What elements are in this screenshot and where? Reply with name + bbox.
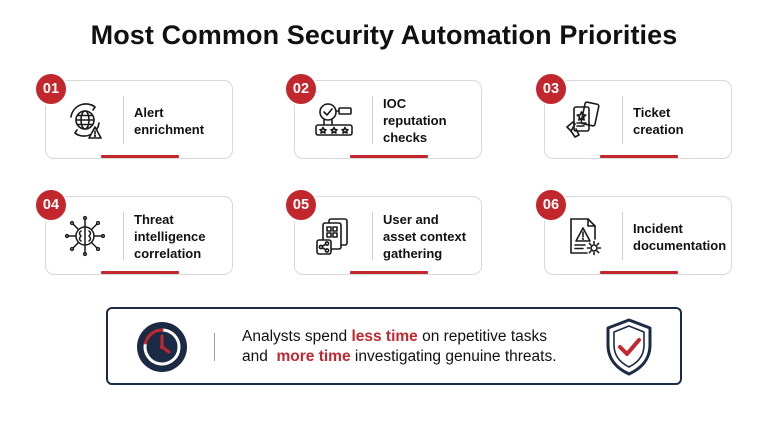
card-divider: [123, 96, 124, 144]
banner-line-1: Analysts spend less time on repetitive t…: [242, 328, 548, 345]
globe-alert-icon: [62, 97, 108, 143]
card-accent-bar: [600, 155, 678, 158]
asset-share-icon: [311, 213, 357, 259]
card-accent-bar: [350, 155, 428, 158]
card-divider: [372, 96, 373, 144]
card-ioc-reputation: IOC reputation checks: [294, 80, 482, 159]
summary-banner: Analysts spend less time on repetitive t…: [106, 307, 682, 385]
highlight-less-time: less time: [351, 328, 418, 345]
page-title: Most Common Security Automation Prioriti…: [90, 20, 678, 50]
banner-message: Analysts spend less time on repetitive t…: [242, 327, 602, 367]
card-divider: [622, 96, 623, 144]
card-accent-bar: [350, 271, 428, 274]
card-number-badge: 06: [534, 188, 568, 222]
card-divider: [372, 212, 373, 260]
card-label: User and asset context gathering: [383, 212, 467, 261]
card-incident-documentation: Incident documentation: [544, 196, 732, 275]
card-accent-bar: [101, 271, 179, 274]
card-divider: [622, 212, 623, 260]
highlight-more-time: more time: [276, 348, 351, 365]
card-label: IOC reputation checks: [383, 96, 447, 145]
card-accent-bar: [600, 271, 678, 274]
banner-divider: [214, 333, 215, 361]
card-threat-intelligence: Threat intelligence correlation: [45, 196, 233, 275]
card-number-badge: 01: [34, 72, 68, 106]
card-label: Incident documentation: [633, 220, 727, 253]
card-label: Ticket creation: [633, 104, 684, 137]
card-user-asset-context: User and asset context gathering: [294, 196, 482, 275]
brain-network-icon: [62, 213, 108, 259]
ticket-icon: [561, 97, 607, 143]
document-warning-gear-icon: [561, 213, 607, 259]
card-label: Alert enrichment: [134, 104, 205, 137]
card-number-badge: 02: [284, 72, 318, 106]
banner-line-2: and more time investigating genuine thre…: [242, 348, 557, 365]
card-ticket-creation: Ticket creation: [544, 80, 732, 159]
card-divider: [123, 212, 124, 260]
card-number-badge: 04: [34, 188, 68, 222]
card-number-badge: 05: [284, 188, 318, 222]
card-number-badge: 03: [534, 72, 568, 106]
verified-rating-icon: [311, 97, 357, 143]
card-accent-bar: [101, 155, 179, 158]
card-alert-enrichment: Alert enrichment: [45, 80, 233, 159]
card-label: Threat intelligence correlation: [134, 212, 206, 261]
shield-check-icon: [604, 317, 654, 377]
clock-icon: [136, 321, 188, 373]
